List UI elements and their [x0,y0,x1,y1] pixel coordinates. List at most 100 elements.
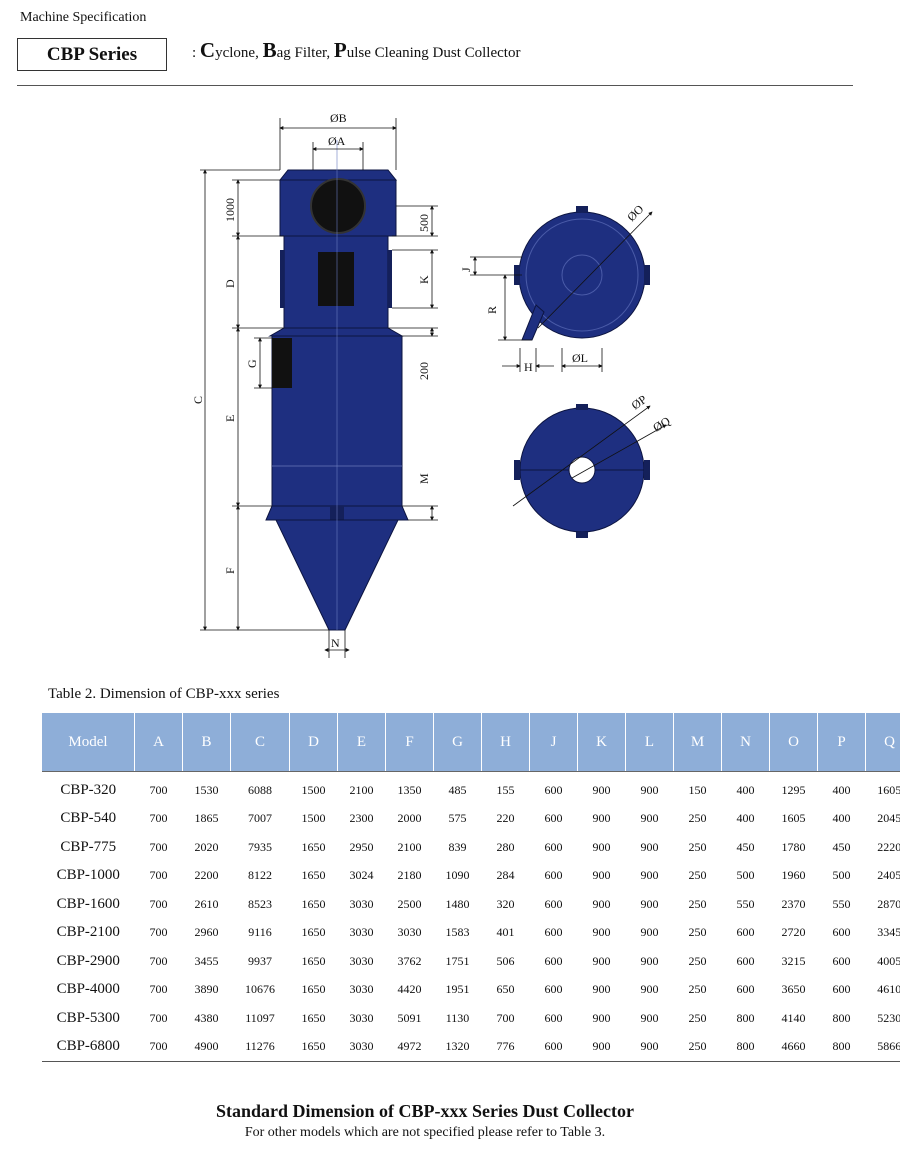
dimension-cell: 3762 [397,953,422,968]
dimension-cell: 7935 [248,839,272,854]
model-cell: CBP-2900 [56,952,120,969]
label-oL: ØL [572,351,588,365]
inlet-opening [310,178,366,234]
label-E: E [223,415,237,422]
dimension-cell: 800 [832,1010,851,1025]
dimension-cell: 3030 [349,896,374,911]
dimension-cell: 700 [149,953,168,968]
dimension-cell: 1865 [194,811,219,826]
dimension-cell: 1320 [445,1039,470,1054]
label-M: M [417,473,431,484]
dimension-cell: 1650 [301,1010,326,1025]
dimension-cell: 320 [496,896,515,911]
dimension-cell: 4420 [397,982,422,997]
dimension-cell: 150 [688,782,707,797]
bottom-view [514,404,650,538]
label-oP: ØP [629,392,650,412]
dimension-cell: 900 [640,1039,659,1054]
dimension-cell: 1583 [445,925,470,940]
dimension-cell: 3030 [349,953,374,968]
dimension-cell: 600 [544,811,563,826]
dimension-cell: 1650 [301,868,326,883]
dimension-cell: 2000 [397,811,422,826]
dimension-cell: 900 [592,953,611,968]
label-C: C [191,396,205,404]
label-200: 200 [417,362,431,380]
dimension-cell: 10676 [245,982,275,997]
model-cell: CBP-5300 [56,1009,120,1026]
column-header: N [721,713,770,772]
dimension-cell: 700 [149,868,168,883]
dimension-cell: 3650 [781,982,806,997]
dimension-cell: 650 [496,982,515,997]
dimension-cell: 900 [592,868,611,883]
dimension-cell: 2180 [397,868,422,883]
dimension-cell: 2220 [877,839,900,854]
dimension-cell: 8523 [248,896,272,911]
top-view [514,206,650,341]
model-cell: CBP-540 [60,810,117,827]
dimension-cell: 1350 [397,782,422,797]
dimension-cell: 900 [592,782,611,797]
dimension-cell: 220 [496,811,515,826]
dimension-cell: 1650 [301,896,326,911]
dimension-cell: 284 [496,868,515,883]
dimension-cell: 1500 [301,782,326,797]
label-K: K [417,275,431,284]
dimension-cell: 600 [544,953,563,968]
dimension-cell: 2100 [349,782,374,797]
column-header: P [817,713,866,772]
label-N: N [331,636,340,650]
dimension-cell: 4140 [781,1010,806,1025]
side-opening [272,338,292,388]
dimension-cell: 2300 [349,811,374,826]
label-R: R [485,306,499,314]
label-1000: 1000 [223,198,237,222]
column-header: F [385,713,434,772]
dimension-cell: 485 [448,782,467,797]
dimension-cell: 8122 [248,868,272,883]
dimension-cell: 900 [640,782,659,797]
dimension-cell: 700 [149,925,168,940]
dimension-cell: 700 [149,1039,168,1054]
dimension-cell: 4610 [877,982,900,997]
dimension-cell: 2370 [781,896,806,911]
dimension-cell: 250 [688,839,707,854]
dimension-cell: 3345 [877,925,900,940]
dimension-cell: 7007 [248,811,272,826]
dimension-cell: 401 [496,925,515,940]
dimension-cell: 900 [640,896,659,911]
dimension-cell: 250 [688,1010,707,1025]
footer-note: For other models which are not specified… [244,1125,606,1140]
dimension-cell: 600 [544,782,563,797]
dimension-cell: 4380 [194,1010,219,1025]
dimension-cell: 1480 [445,896,470,911]
dimension-cell: 250 [688,925,707,940]
dimension-cell: 5091 [397,1010,422,1025]
model-cell: CBP-4000 [56,981,120,998]
dimension-cell: 11097 [245,1010,275,1025]
dimension-cell: 600 [832,925,851,940]
dimension-cell: 1951 [445,982,470,997]
dimension-cell: 700 [149,811,168,826]
dimension-lines [200,118,438,658]
dimension-cell: 800 [736,1010,755,1025]
column-header: Model [42,713,135,772]
dimension-cell: 900 [592,925,611,940]
dimension-cell: 2405 [877,868,900,883]
dimension-cell: 800 [832,1039,851,1054]
footer-title: Standard Dimension of CBP-xxx Series Dus… [216,1101,634,1121]
model-cell: CBP-2100 [56,924,120,941]
dimension-cell: 800 [736,1039,755,1054]
dimension-cell: 550 [736,896,755,911]
dimension-cell: 3030 [349,1010,374,1025]
column-header: G [433,713,482,772]
column-header: J [529,713,578,772]
dimension-cell: 1751 [445,953,470,968]
